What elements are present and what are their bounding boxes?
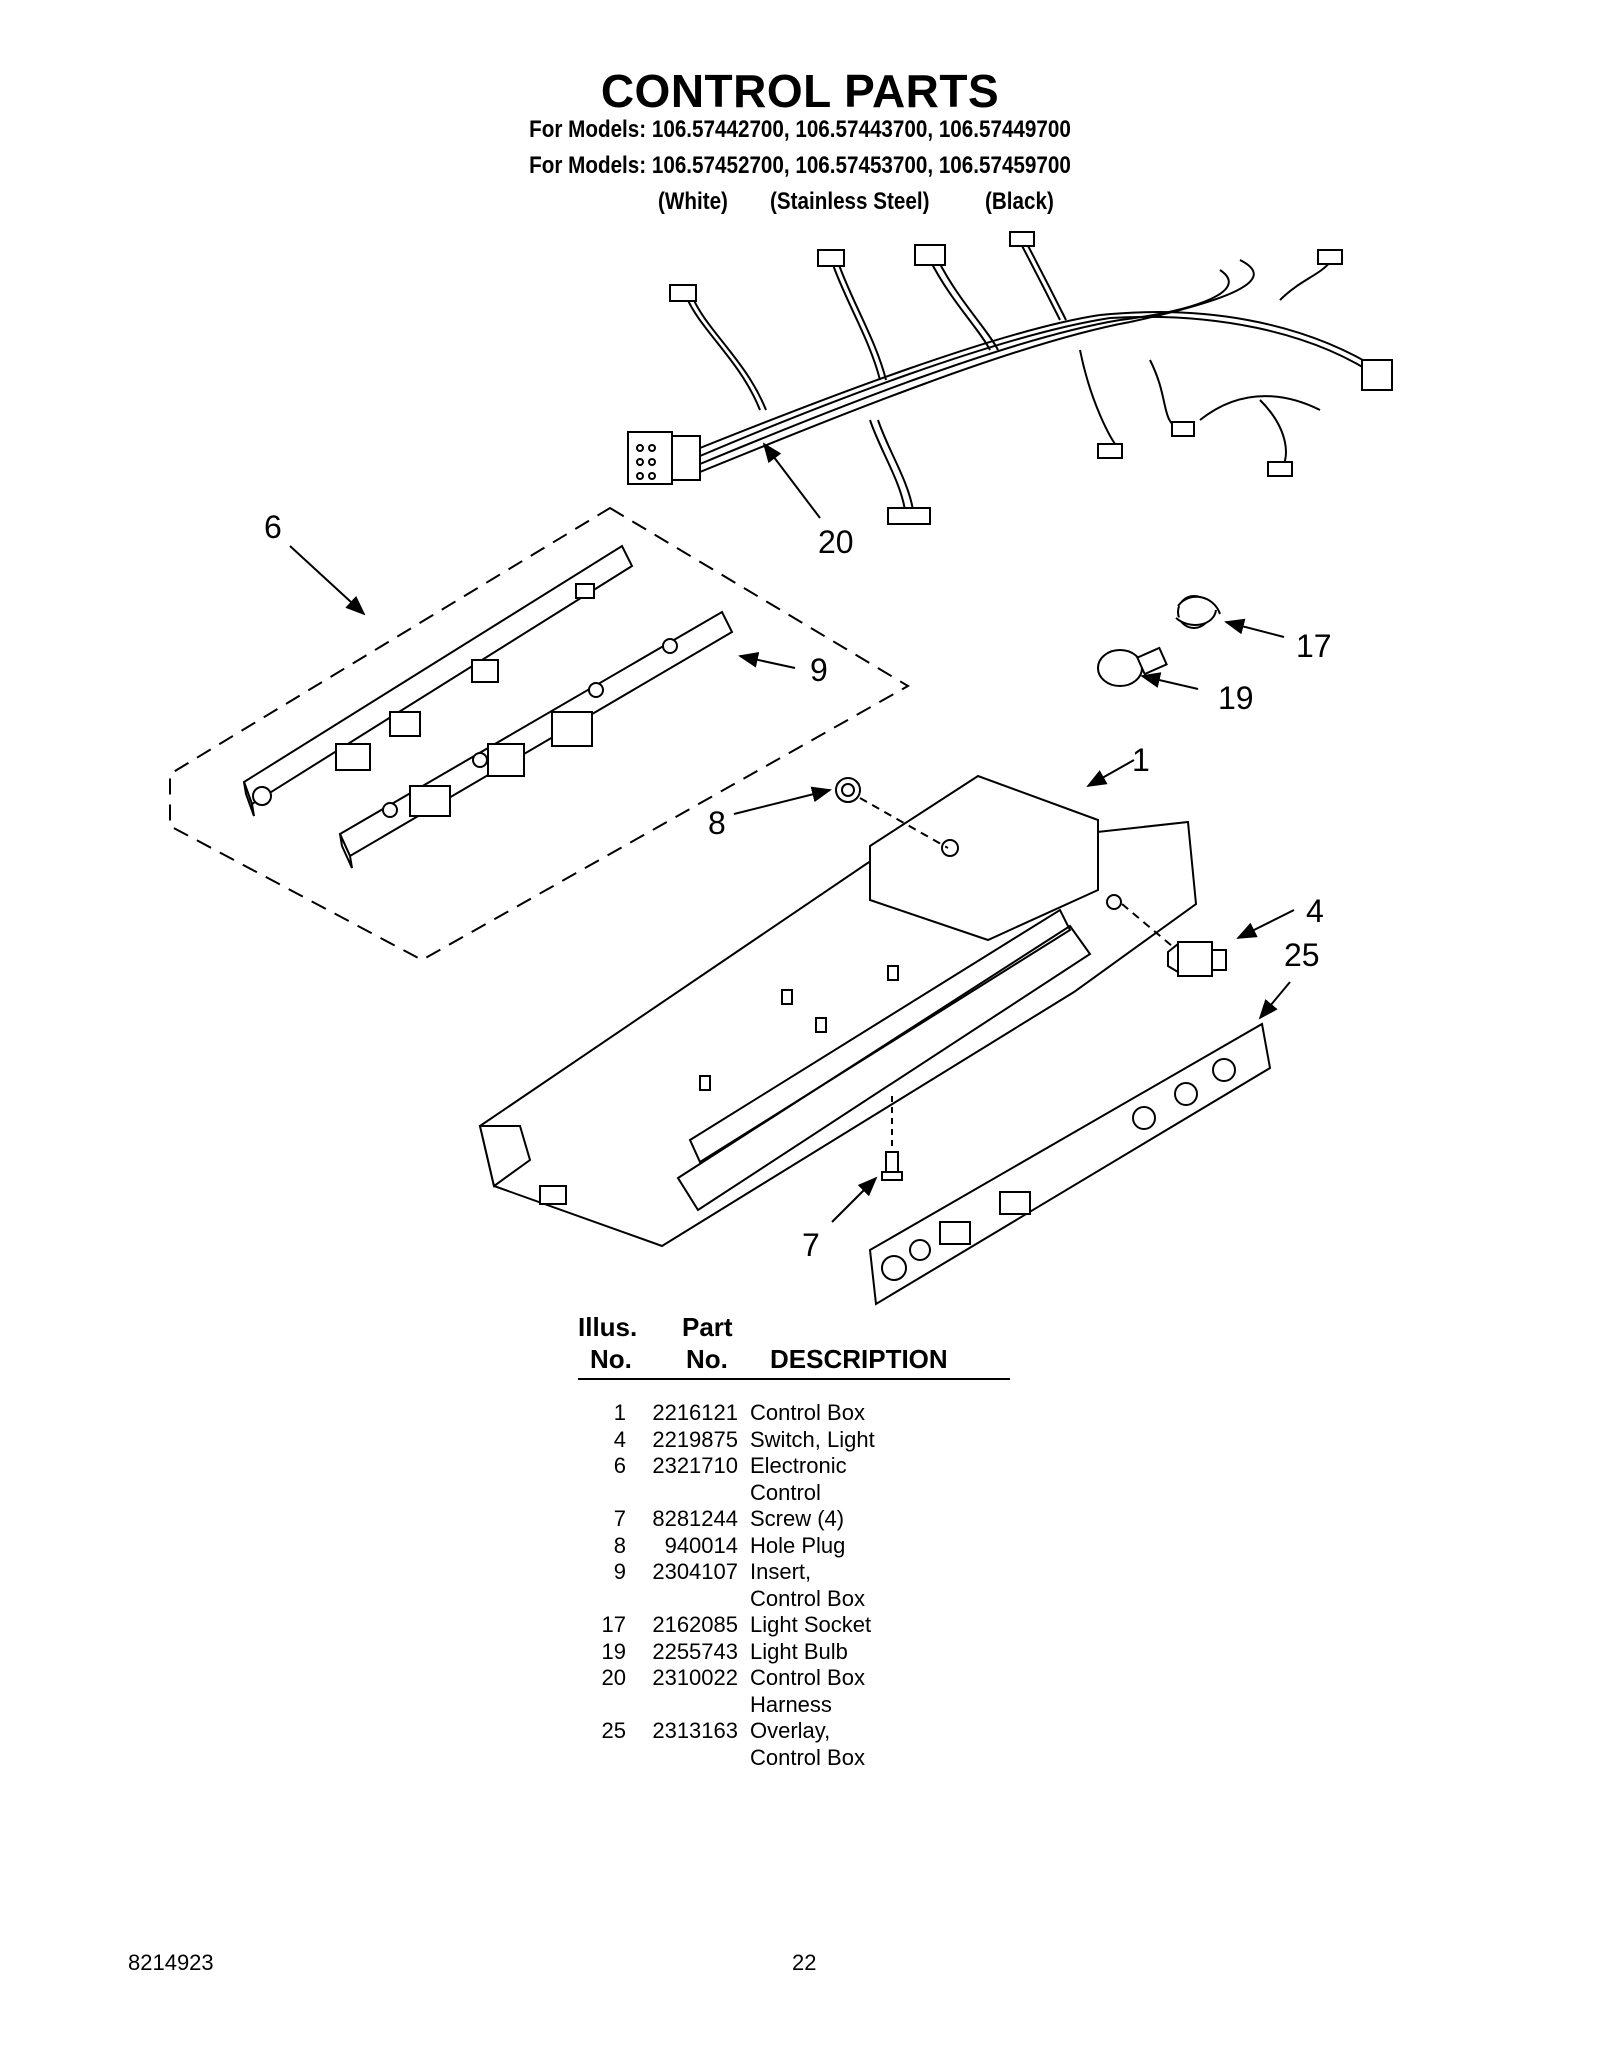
light-switch (1167, 941, 1227, 977)
color-white: (White) (658, 188, 728, 215)
col-header-illus: Illus. (578, 1312, 638, 1342)
switch-leader (1121, 903, 1173, 947)
dashed-envelope (169, 506, 910, 962)
col-header-illus-no: No. (590, 1344, 632, 1374)
document-number: 8214923 (128, 1950, 214, 1975)
control-box-overlay (868, 1022, 1272, 1306)
callout-9: 9 (810, 652, 828, 688)
callout-19: 19 (1218, 680, 1254, 716)
table-header-rule (578, 1378, 1010, 1380)
callout-8: 8 (708, 805, 726, 841)
table-row: Harness (750, 1691, 832, 1717)
hole-plug-leader (859, 797, 949, 849)
page-number: 22 (792, 1950, 817, 1975)
col-header-part: Part (682, 1312, 733, 1342)
hole-plug (835, 777, 861, 803)
callout-7: 7 (802, 1227, 820, 1263)
light-socket (1175, 595, 1221, 629)
control-box (478, 774, 1198, 1248)
page-title: CONTROL PARTS (600, 65, 1000, 117)
control-box-insert (338, 610, 734, 869)
col-header-description: DESCRIPTION (770, 1344, 948, 1374)
color-stainless: (Stainless Steel) (770, 188, 930, 215)
callout-25: 25 (1284, 937, 1320, 973)
callout-4: 4 (1306, 893, 1324, 929)
models-line-2: For Models: 106.57452700, 106.57453700, … (529, 152, 1071, 179)
table-row: Control Box (750, 1744, 865, 1770)
table-row: Control Box (750, 1585, 865, 1611)
wiring-harness (627, 231, 1393, 525)
light-bulb (1097, 646, 1168, 687)
table-row: Control (750, 1479, 821, 1505)
callout-20: 20 (818, 524, 854, 560)
col-header-part-no: No. (686, 1344, 728, 1374)
callout-1: 1 (1132, 742, 1150, 778)
leader-arrows (289, 442, 1295, 1223)
models-line-1: For Models: 106.57442700, 106.57443700, … (529, 116, 1071, 143)
callout-17: 17 (1296, 628, 1332, 664)
electronic-control-board (242, 544, 634, 817)
callout-6: 6 (264, 509, 282, 545)
screw (881, 1096, 903, 1181)
color-black: (Black) (985, 188, 1054, 215)
